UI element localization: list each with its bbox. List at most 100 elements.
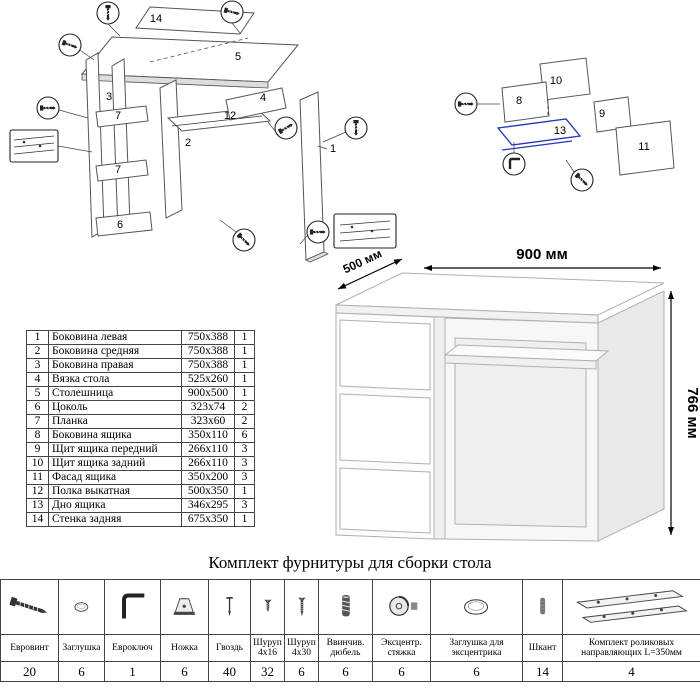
hardware-qty: 1 [104,661,161,682]
hardware-name: Ввинчив. дюбель [318,634,373,662]
part-label: 2 [185,137,191,149]
fastener-callout [220,0,244,34]
part-name: Стенка задняя [48,512,182,527]
hardware-qty: 6 [318,661,373,682]
part-number: 1 [26,330,49,345]
part-qty: 3 [234,442,255,457]
part-qty: 3 [234,470,255,485]
part-name: Полка выкатная [48,484,182,499]
foot-icon [174,598,195,615]
part-qty: 1 [234,344,255,359]
drawer-slides-icon [575,590,688,623]
part-name: Щит ящика передний [48,442,182,457]
hardware-qty: 6 [284,661,319,682]
hardware-qty: 6 [372,661,431,682]
part-size: 750x388 [181,344,235,359]
part-size: 750x388 [181,358,235,373]
rail-detail-box [9,129,93,163]
part-label: 13 [554,125,566,137]
hardware-name: Гвоздь [208,634,251,662]
hardware-qty: 4 [562,661,700,682]
hardware-qty: 32 [250,661,285,682]
fastener-callout [267,116,298,140]
part-number: 13 [26,498,49,513]
part-label: 7 [115,110,121,122]
part-size: 750x388 [181,330,235,345]
part-number: 7 [26,414,49,429]
desk-drawing [335,272,665,542]
part-name: Дно ящика [48,498,182,513]
exploded-diagrams: 14 5 3 7 7 6 2 12 4 1 [9,0,675,263]
cam-cap-icon [464,599,489,615]
part-size: 525x260 [181,372,235,387]
hardware-name: Комплект роликовых направляющих L=350мм [562,634,700,662]
part-label: 7 [115,164,121,176]
part-size: 266x110 [181,456,235,471]
hardware-qty: 6 [58,661,105,682]
fastener-callout [502,142,526,176]
depth-dimension-label: 500 мм [341,246,384,276]
hardware-qty: 6 [160,661,209,682]
height-dimension-label: 766 мм [684,387,698,438]
part-qty: 1 [234,512,255,527]
part-qty: 1 [234,386,255,401]
hardware-name: Шуруп 4x16 [250,634,285,662]
part-label: 3 [106,91,112,103]
fastener-callout [454,92,500,116]
fastener-callout [36,96,89,120]
hardware-name: Шкант [522,634,563,662]
hardware-name: Заглушка [58,634,105,662]
confirmat-screw-icon [9,597,47,614]
part-label: 12 [224,110,236,122]
part-qty: 1 [234,330,255,345]
hardware-name: Ножка [160,634,209,662]
part-size: 350x110 [181,428,235,443]
part-name: Боковина левая [48,330,182,345]
hardware-table: Евровинт Заглушка Евроключ Ножка Гвоздь … [0,579,700,682]
part-qty: 1 [234,358,255,373]
part-qty: 2 [234,400,255,415]
assembled-desk-view: 500 мм 900 мм 766 мм [335,246,698,542]
hardware-qty: 20 [0,661,59,682]
part-number: 5 [26,386,49,401]
part-qty: 2 [234,414,255,429]
hardware-name: Евроключ [104,634,161,662]
screw-in-dowel-icon [341,595,350,617]
part-qty: 3 [234,456,255,471]
part-number: 8 [26,428,49,443]
part-label: 8 [516,95,522,107]
hex-key-icon [121,593,144,619]
fastener-callout [58,33,95,61]
part-number: 12 [26,484,49,499]
cap-plug-icon [74,602,89,612]
rail-detail-box [299,213,397,249]
screw-4x16-icon [263,599,272,613]
part-label: 4 [260,92,266,104]
part-size: 500x350 [181,484,235,499]
wood-dowel-icon [540,597,545,615]
part-number: 4 [26,372,49,387]
part-label: 10 [550,75,562,87]
part-size: 346x295 [181,498,235,513]
part-label: 5 [235,51,241,63]
fastener-callout [219,219,256,252]
hardware-qty: 14 [522,661,563,682]
drawer-bottom-part [496,118,582,146]
hardware-name: Эксцентр. стяжка [372,634,431,662]
part-number: 3 [26,358,49,373]
hardware-title: Комплект фурнитуры для сборки стола [208,553,492,572]
fastener-callout [565,159,594,192]
hardware-qty: 6 [430,661,523,682]
part-name: Планка [48,414,182,429]
